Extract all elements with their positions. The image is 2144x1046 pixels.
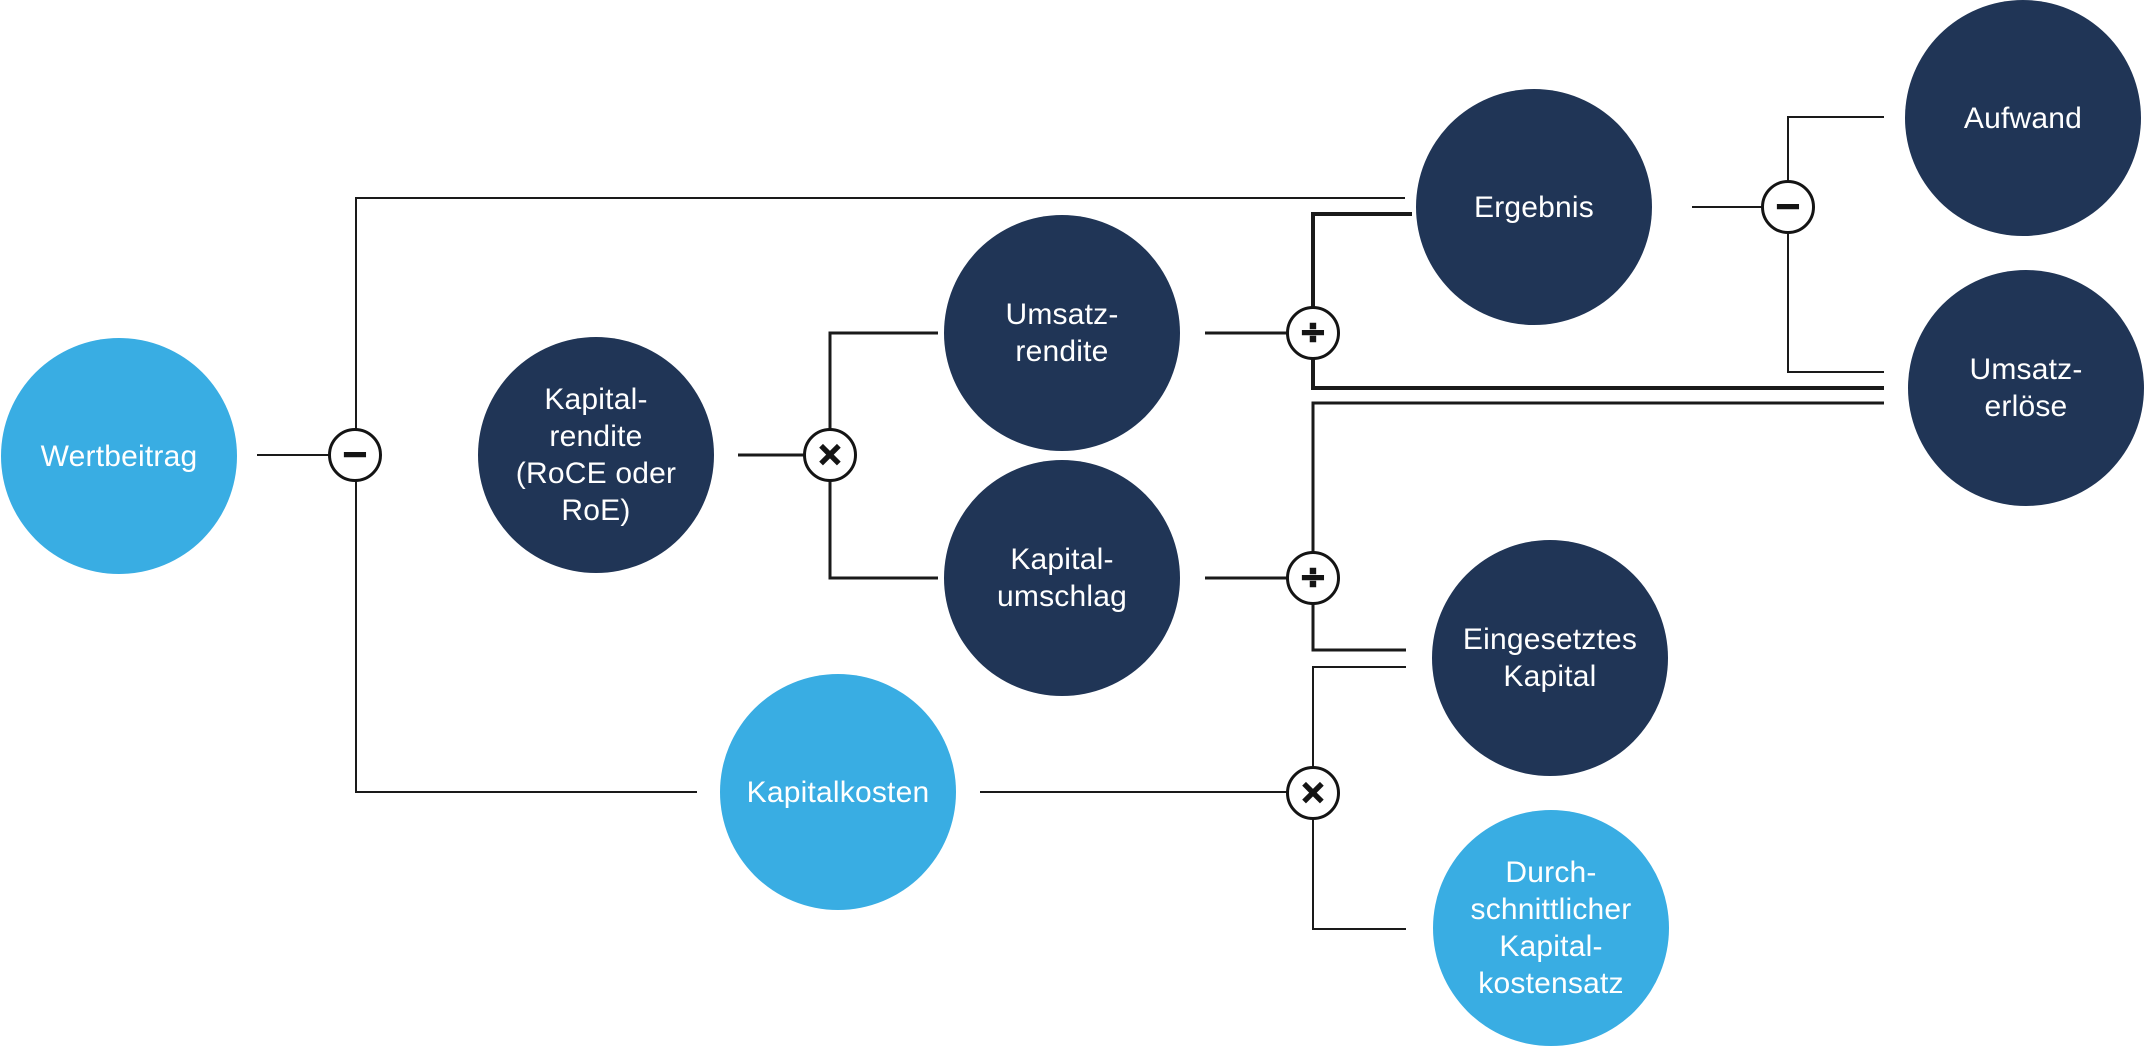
node-kapitalkostensatz-label: Durch- schnittlicher Kapital- kostensatz — [1470, 856, 1632, 1000]
connector-minus2-bracket — [1786, 115, 1884, 374]
minus-operator-icon-2: − — [1761, 180, 1815, 234]
node-umsatzrendite: Umsatz- rendite — [944, 215, 1180, 451]
multiply-symbol: × — [1298, 771, 1327, 811]
node-eingesetztes-kapital: Eingesetztes Kapital — [1432, 540, 1668, 776]
node-umsatzrendite-label: Umsatz- rendite — [1005, 298, 1119, 368]
node-kapitalumschlag-label: Kapital- umschlag — [997, 543, 1127, 613]
divide-operator-icon: ÷ — [1286, 306, 1340, 360]
node-aufwand: Aufwand — [1905, 0, 2141, 236]
node-wertbeitrag: Wertbeitrag — [1, 338, 237, 574]
node-kapitalkosten-label: Kapitalkosten — [746, 775, 930, 809]
minus-symbol: − — [340, 433, 369, 473]
divide-symbol: ÷ — [1298, 556, 1327, 596]
node-kapitalrendite: Kapital- rendite (RoCE oder RoE) — [478, 337, 714, 573]
minus-symbol: − — [1773, 185, 1802, 225]
multiply-operator-icon: × — [803, 428, 857, 482]
divide-operator-icon-2: ÷ — [1286, 551, 1340, 605]
node-kapitalumschlag: Kapital- umschlag — [944, 460, 1180, 696]
node-kapitalrendite-label: Kapital- rendite (RoCE oder RoE) — [515, 383, 677, 527]
connector-divide2-bracket — [1311, 401, 1884, 652]
node-kapitalkostensatz: Durch- schnittlicher Kapital- kostensatz — [1433, 810, 1669, 1046]
multiply-operator-icon-2: × — [1286, 766, 1340, 820]
minus-operator-icon: − — [328, 428, 382, 482]
divide-symbol: ÷ — [1298, 311, 1327, 351]
multiply-symbol: × — [815, 433, 844, 473]
connector-divide1-bracket — [1311, 212, 1884, 390]
node-ergebnis-label: Ergebnis — [1473, 190, 1594, 224]
node-umsatzerloese-label: Umsatz- erlöse — [1969, 353, 2083, 423]
node-wertbeitrag-label: Wertbeitrag — [40, 439, 198, 473]
node-kapitalkosten: Kapitalkosten — [720, 674, 956, 910]
node-aufwand-label: Aufwand — [1963, 101, 2083, 135]
connector-minus1-bracket — [354, 196, 1405, 794]
node-eingesetztes-kapital-label: Eingesetztes Kapital — [1462, 623, 1638, 693]
node-umsatzerloese: Umsatz- erlöse — [1908, 270, 2144, 506]
node-ergebnis: Ergebnis — [1416, 89, 1652, 325]
